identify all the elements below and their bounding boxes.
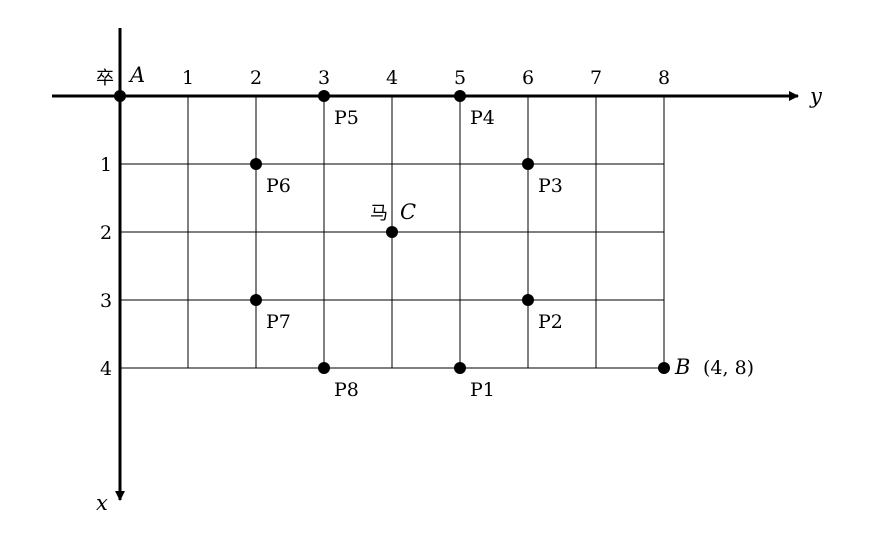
point-p6-label: P6 — [266, 175, 291, 197]
grid-lines — [120, 96, 665, 369]
point-p4-dot — [454, 90, 466, 102]
y-tick-label: 1 — [182, 67, 194, 89]
point-p1-label: P1 — [470, 379, 495, 401]
y-tick-label: 8 — [658, 67, 670, 89]
y-tick-label: 6 — [522, 67, 534, 89]
x-tick-label: 2 — [100, 222, 112, 244]
point-b-dot — [658, 362, 670, 374]
x-tick-label: 1 — [100, 154, 112, 176]
point-b-name: B — [674, 355, 690, 379]
point-p6-dot — [250, 158, 262, 170]
point-p7-label: P7 — [266, 311, 291, 333]
point-b-coord: (4, 8) — [703, 357, 754, 379]
y-tick-label: 2 — [250, 67, 262, 89]
point-p3-label: P3 — [538, 175, 563, 197]
y-tick-label: 5 — [454, 67, 466, 89]
y-tick-label: 4 — [386, 67, 398, 89]
point-c-piece: 马 — [370, 203, 388, 224]
axis-ticks: 1 2 3 4 5 6 7 8 1 2 3 4 — [100, 67, 670, 380]
point-p4-label: P4 — [470, 107, 495, 129]
point-p7-dot — [250, 294, 262, 306]
x-tick-label: 3 — [100, 290, 112, 312]
point-p2-label: P2 — [538, 311, 563, 333]
point-p5-dot — [318, 90, 330, 102]
point-p5-label: P5 — [334, 107, 359, 129]
x-axis-label: x — [96, 491, 108, 515]
point-c-name: C — [400, 200, 416, 224]
point-a-name: A — [128, 63, 145, 87]
point-c-dot — [386, 226, 398, 238]
point-a-dot — [114, 90, 126, 102]
x-tick-label: 4 — [100, 358, 112, 380]
point-p1-dot — [454, 362, 466, 374]
point-p8-dot — [318, 362, 330, 374]
y-tick-label: 3 — [318, 67, 330, 89]
point-p8-label: P8 — [334, 379, 359, 401]
y-tick-label: 7 — [590, 67, 602, 89]
point-p3-dot — [522, 158, 534, 170]
point-a-piece: 卒 — [96, 68, 114, 89]
point-p2-dot — [522, 294, 534, 306]
y-axis-label: y — [809, 84, 823, 108]
